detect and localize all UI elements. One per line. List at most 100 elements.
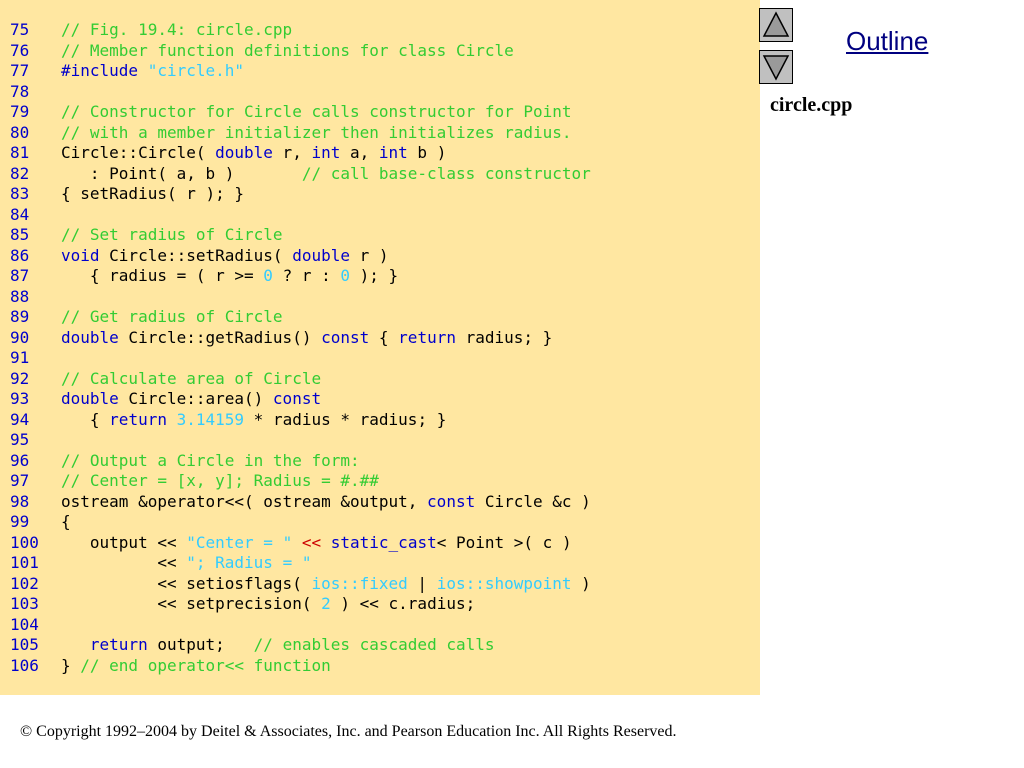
- line-number: 102: [10, 573, 39, 593]
- line-number: 106: [10, 655, 39, 675]
- code-text: // Fig. 19.4: circle.cpp: [61, 20, 292, 41]
- code-text: : Point( a, b ) // call base-class const…: [61, 164, 591, 185]
- code-line: 92 // Calculate area of Circle: [10, 369, 591, 390]
- code-text: << setiosflags( ios::fixed | ios::showpo…: [61, 573, 591, 595]
- code-token: r,: [272, 143, 312, 162]
- code-token: 0: [340, 266, 351, 285]
- code-line: 76// Member function definitions for cla…: [10, 41, 591, 62]
- code-token: return: [109, 409, 167, 429]
- code-token: < Point >( c ): [436, 532, 572, 552]
- code-token: double: [292, 245, 350, 265]
- code-text: << "; Radius = ": [61, 553, 311, 574]
- line-number: 100: [10, 532, 39, 552]
- code-line: 91: [10, 348, 591, 369]
- code-line: 96// Output a Circle in the form:: [10, 451, 591, 472]
- next-slide-button[interactable]: [759, 50, 793, 84]
- code-token: [61, 635, 90, 654]
- code-token: <<: [61, 553, 187, 572]
- code-token: radius; }: [455, 327, 553, 347]
- code-token: "; Radius = ": [186, 553, 312, 572]
- code-line: 75// Fig. 19.4: circle.cpp: [10, 20, 591, 41]
- previous-slide-button[interactable]: [759, 8, 793, 42]
- code-line: 105 return output; // enables cascaded c…: [10, 635, 591, 656]
- code-token: void: [61, 245, 100, 265]
- code-token: << setprecision(: [61, 594, 322, 613]
- code-line: 84: [10, 205, 591, 226]
- code-token: * radius * radius; }: [244, 409, 447, 429]
- line-number: 90: [10, 327, 30, 347]
- code-token: // with a member initializer then initia…: [61, 122, 572, 142]
- code-token: // Calculate area of Circle: [61, 368, 322, 388]
- code-token: static_cast: [330, 532, 437, 552]
- code-token: [321, 533, 331, 552]
- line-number: 95: [10, 430, 30, 449]
- file-name-label: circle.cpp: [770, 94, 853, 116]
- code-token: // Center = [x, y]; Radius = #.##: [61, 471, 379, 490]
- code-token: Circle &c ): [475, 491, 591, 511]
- code-token: // Member function definitions for class…: [61, 40, 514, 60]
- code-text: { radius = ( r >= 0 ? r : 0 ); }: [61, 266, 398, 287]
- code-token: ): [571, 573, 591, 593]
- code-token: #include: [61, 61, 148, 80]
- code-token: : Point( a, b ): [61, 163, 302, 183]
- code-text: // Center = [x, y]; Radius = #.##: [61, 471, 379, 492]
- code-line: 80// with a member initializer then init…: [10, 123, 591, 144]
- triangle-up-icon: [762, 11, 790, 37]
- code-line: 95: [10, 430, 591, 451]
- code-text: // with a member initializer then initia…: [61, 123, 572, 144]
- line-number: 79: [10, 102, 30, 121]
- code-token: ostream &operator<<( ostream &output,: [61, 491, 428, 511]
- line-number: 91: [10, 348, 30, 367]
- code-line: 102 << setiosflags( ios::fixed | ios::sh…: [10, 574, 591, 595]
- code-token: // call base-class constructor: [301, 163, 591, 183]
- code-token: // Fig. 19.4: circle.cpp: [61, 20, 293, 39]
- code-text: // Constructor for Circle calls construc…: [61, 102, 572, 123]
- line-number: 86: [10, 245, 30, 265]
- code-token: [292, 533, 302, 552]
- code-text: {: [61, 512, 71, 533]
- code-token: // Set radius of Circle: [61, 225, 283, 244]
- line-number: 78: [10, 81, 30, 101]
- code-token: return: [89, 635, 148, 654]
- copyright-notice: © Copyright 1992–2004 by Deitel & Associ…: [20, 723, 677, 740]
- code-text: output << "Center = " << static_cast< Po…: [61, 533, 572, 554]
- line-number: 83: [10, 184, 30, 203]
- code-token: {: [61, 409, 110, 429]
- code-token: // Output a Circle in the form:: [61, 450, 360, 470]
- code-token: 0: [263, 266, 273, 285]
- code-token: const: [427, 491, 476, 511]
- code-token: Circle::Circle(: [61, 143, 216, 162]
- code-token: r ): [349, 245, 389, 265]
- code-text: double Circle::getRadius() const { retur…: [61, 328, 552, 349]
- line-number: 99: [10, 512, 30, 531]
- code-text: #include "circle.h": [61, 61, 244, 82]
- code-token: {: [369, 327, 399, 347]
- code-line: 90 double Circle::getRadius() const { ret…: [10, 328, 591, 349]
- code-token: a,: [340, 143, 379, 162]
- code-text: ostream &operator<<( ostream &output, co…: [61, 492, 591, 513]
- line-number: 87: [10, 266, 30, 285]
- code-text: // Member function definitions for class…: [61, 41, 514, 62]
- line-number: 101: [10, 553, 39, 572]
- code-token: <<: [301, 532, 322, 552]
- code-token: return: [398, 327, 456, 347]
- code-text: // Get radius of Circle: [61, 307, 283, 328]
- code-line: 94 { return 3.14159 * radius * radius; }: [10, 410, 591, 431]
- triangle-down-icon: [762, 55, 790, 81]
- code-line: 78: [10, 82, 591, 103]
- outline-link[interactable]: Outline: [846, 26, 929, 56]
- code-token: ) << c.radius;: [330, 594, 476, 613]
- code-token: ); }: [350, 266, 399, 285]
- code-line: 87 { radius = ( r >= 0 ? r : 0 ); }: [10, 266, 591, 287]
- code-token: b ): [407, 143, 447, 162]
- line-number: 92: [10, 368, 30, 388]
- code-line: 106} // end operator<< function: [10, 656, 591, 677]
- line-number: 103: [10, 594, 39, 613]
- code-token: Circle::getRadius(): [118, 327, 322, 347]
- code-token: // Constructor for Circle calls construc…: [61, 102, 572, 121]
- code-token: }: [61, 655, 81, 675]
